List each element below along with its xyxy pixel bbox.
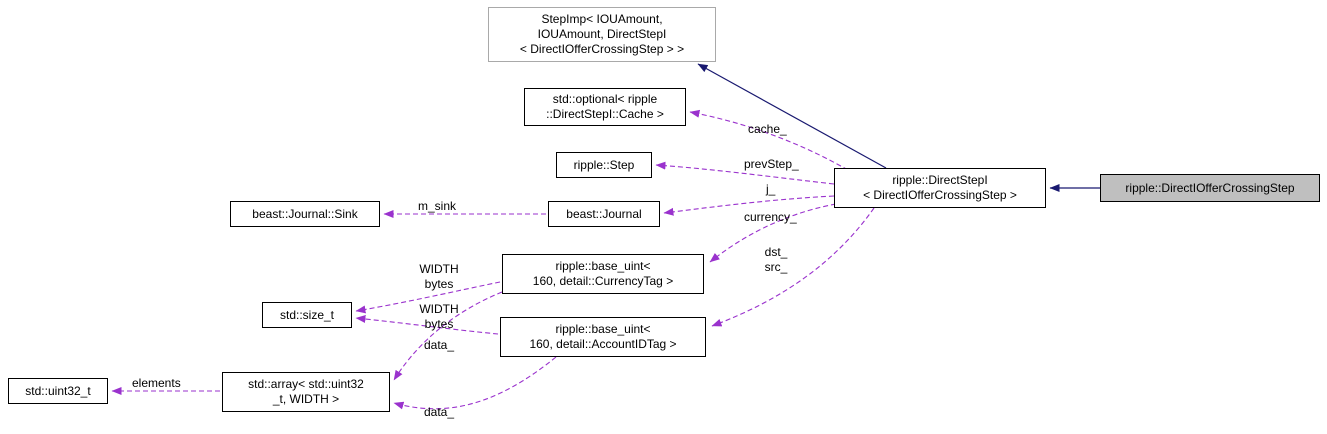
edge-label-cache: cache_ xyxy=(748,122,787,136)
node-stepimp: StepImp< IOUAmount, IOUAmount, DirectSte… xyxy=(488,7,716,62)
edge-width-bytes-currency xyxy=(355,281,501,314)
edge-label-prevstep: prevStep_ xyxy=(744,157,799,171)
node-std-optional-cache[interactable]: std::optional< ripple ::DirectStepI::Cac… xyxy=(524,88,686,126)
edge-label-currency: currency_ xyxy=(744,210,797,224)
edge-label-data-currency: data_ xyxy=(424,338,455,352)
edge-label-width-bytes-currency: WIDTH bytes xyxy=(419,262,459,291)
edge-currency xyxy=(709,203,837,263)
edge-label-j: j_ xyxy=(766,182,776,196)
node-ripple-step[interactable]: ripple::Step xyxy=(556,152,652,178)
edge-label-dst-src: dst_ src_ xyxy=(764,245,788,274)
node-std-array[interactable]: std::array< std::uint32 _t, WIDTH > xyxy=(222,372,390,412)
edge-label-data-account: data_ xyxy=(424,405,455,419)
node-std-size-t[interactable]: std::size_t xyxy=(262,302,352,328)
node-beast-journal-sink[interactable]: beast::Journal::Sink xyxy=(230,201,380,227)
edge-j xyxy=(663,195,835,216)
edge-dst-src xyxy=(711,207,875,327)
node-base-uint-currencytag[interactable]: ripple::base_uint< 160, detail::Currency… xyxy=(502,254,704,294)
edge-label-width-bytes-account: WIDTH bytes xyxy=(419,302,459,331)
node-ripple-directstepi[interactable]: ripple::DirectStepI < DirectIOfferCrossi… xyxy=(834,168,1046,208)
edge-data-account xyxy=(393,356,557,410)
node-direct-ioffer-crossing-step: ripple::DirectIOfferCrossingStep xyxy=(1100,174,1320,202)
edge-prevstep xyxy=(655,161,835,185)
node-base-uint-accountidtag[interactable]: ripple::base_uint< 160, detail::AccountI… xyxy=(500,317,706,357)
edge-data-currency xyxy=(393,291,503,381)
edge-inheritance-directstepi-stepimp xyxy=(697,63,887,169)
edge-label-m-sink: m_sink xyxy=(418,199,457,213)
node-std-uint32-t[interactable]: std::uint32_t xyxy=(8,378,108,404)
edge-label-elements: elements xyxy=(132,376,181,390)
node-beast-journal[interactable]: beast::Journal xyxy=(548,201,660,227)
